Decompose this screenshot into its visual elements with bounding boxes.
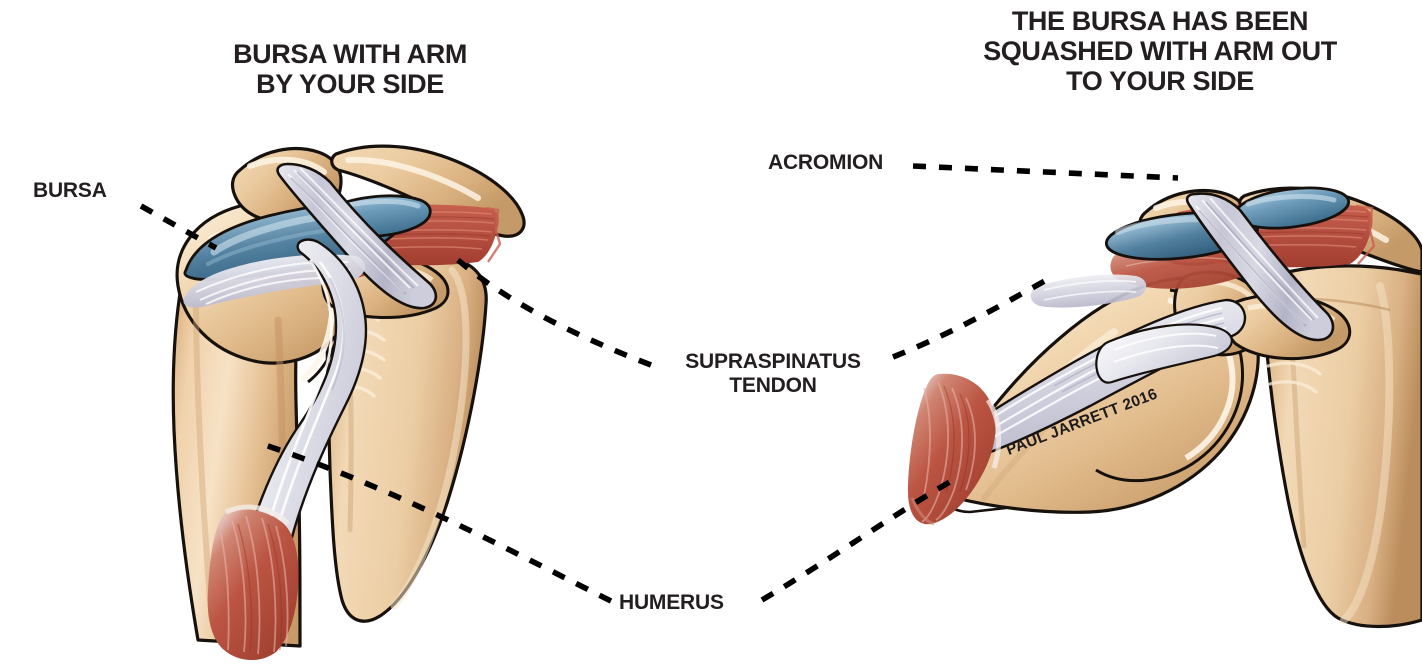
left-deltoid-muscle (207, 504, 299, 661)
label-bursa: BURSA (33, 179, 107, 202)
supraspinatus-leader-left (456, 257, 653, 368)
left-panel-title: BURSA WITH ARM BY YOUR SIDE (233, 39, 467, 100)
right-joint-capsule-band (1095, 323, 1233, 384)
right-tendon-stub (1030, 274, 1147, 308)
right-shoulder-illustration (908, 186, 1422, 629)
supraspinatus-leader-right (891, 275, 1052, 360)
label-humerus: HUMERUS (619, 591, 724, 614)
left-shoulder-illustration (171, 144, 526, 661)
right-supraspinatus-belly (908, 373, 1002, 526)
humerus-leader-right (760, 473, 962, 603)
label-acromion: ACROMION (768, 151, 884, 174)
acromion-leader-line (912, 163, 1179, 181)
leader-lines (139, 163, 1179, 604)
right-panel-title: THE BURSA HAS BEEN SQUASHED WITH ARM OUT… (983, 6, 1337, 97)
right-coracoacromial-ligament (1185, 192, 1335, 342)
label-supraspinatus-tendon: SUPRASPINATUS TENDON (685, 350, 861, 397)
left-coracoacromial-ligament (276, 162, 438, 310)
